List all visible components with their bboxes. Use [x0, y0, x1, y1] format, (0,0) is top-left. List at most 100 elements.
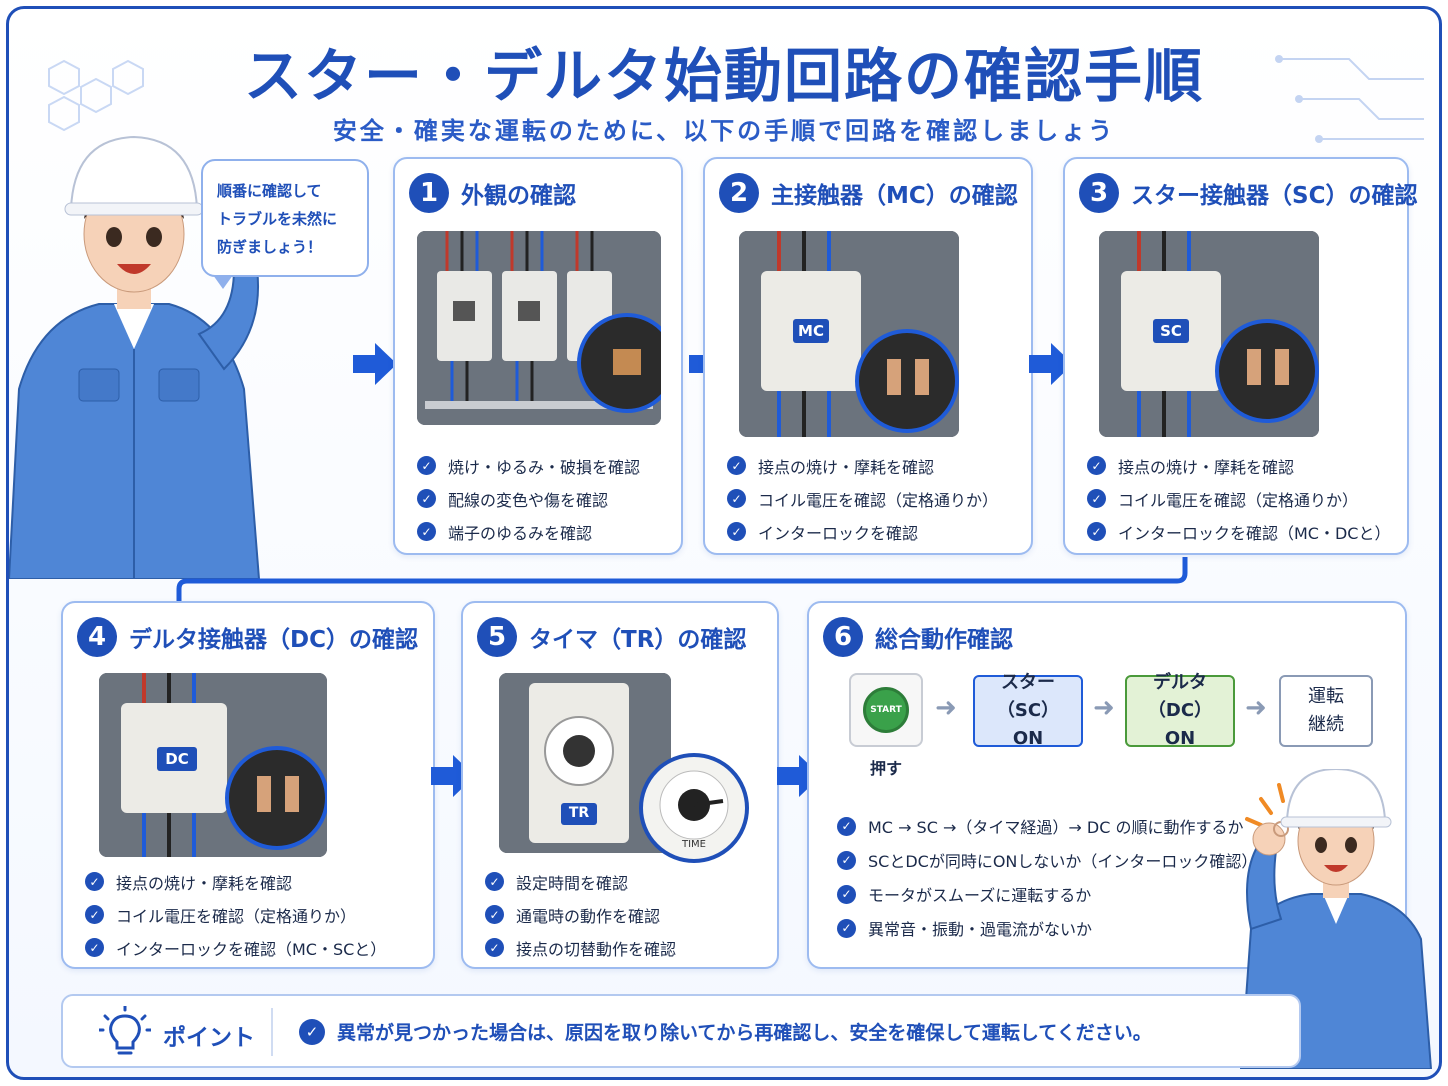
timer-dial-zoom: TIME: [639, 753, 749, 863]
check-icon: ✓: [837, 918, 856, 938]
check-item: ✓インターロックを確認（MC・DCと）: [1087, 515, 1390, 548]
step-number: 5: [477, 617, 517, 657]
start-button[interactable]: START: [863, 687, 909, 733]
step-title: 主接触器（MC）の確認: [771, 183, 1018, 209]
check-text: 接点の焼け・摩耗を確認: [1118, 457, 1295, 477]
dial-time-label: TIME: [681, 839, 706, 850]
contactor-photo: MC: [739, 231, 959, 437]
flow-arrow-icon: ➜: [1245, 693, 1267, 723]
check-text: 異常音・振動・過電流がないか: [868, 920, 1093, 939]
check-item: ✓ 接点の切替動作を確認: [485, 931, 676, 964]
check-item: ✓接点の焼け・摩耗を確認: [85, 865, 386, 898]
flow-arrow-icon: ➜: [935, 693, 957, 723]
contactor-label: MC: [798, 322, 824, 340]
hexagon-decoration: [48, 59, 144, 132]
delta-on-box: デルタ（DC） ON: [1125, 672, 1235, 749]
page-title: スター・デルタ始動回路の確認手順: [243, 42, 1204, 110]
check-icon: ✓: [837, 850, 856, 870]
check-icon: ✓: [85, 872, 104, 891]
speech-line-3: 防ぎましょう！: [217, 238, 323, 256]
step-header: 5 タイマ（TR）の確認: [477, 617, 746, 657]
check-item: ✓コイル電圧を確認（定格通りか）: [85, 898, 386, 931]
check-item: ✓ 接点の焼け・摩耗を確認: [1087, 449, 1390, 482]
check-icon: ✓: [485, 938, 504, 957]
check-text: 配線の変色や傷を確認: [448, 490, 609, 510]
point-banner: ポイント ✓ 異常が見つかった場合は、原因を取り除いてから再確認し、安全を確保し…: [61, 994, 1301, 1068]
point-label: ポイント: [163, 1025, 255, 1051]
circuit-decoration: [1275, 55, 1424, 143]
step-number: 2: [719, 173, 759, 213]
contactor-image: [739, 231, 959, 437]
check-text: コイル電圧を確認（定格通りか）: [116, 906, 357, 926]
step-card-3: 3 スター接触器（SC）の確認 SC ✓接点の焼け・摩耗を確認 ✓コイル電圧を: [1063, 157, 1417, 555]
contactor-label: DC: [165, 750, 189, 768]
step-title: デルタ接触器（DC）の確認: [129, 627, 418, 653]
step-title: スター接触器（SC）の確認: [1131, 183, 1418, 209]
check-item: ✓ 接点の焼け・摩耗を確認: [727, 449, 998, 482]
check-text: MC → SC →（タイマ経過）→ DC の順に動作するか: [868, 818, 1244, 837]
timer-label: TR: [568, 805, 590, 821]
check-text: 焼け・ゆるみ・破損を確認: [448, 457, 641, 477]
arrow-right-icon: [353, 343, 397, 385]
check-icon: ✓: [85, 938, 104, 957]
check-text: インターロックを確認（MC・SCと）: [116, 939, 387, 959]
step-header: 3 スター接触器（SC）の確認: [1079, 173, 1417, 213]
check-text: 接点の焼け・摩耗を確認: [758, 457, 935, 477]
timer-dial-icon: [659, 770, 729, 840]
check-text: コイル電圧を確認（定格通りか）: [1118, 490, 1359, 510]
check-icon: ✓: [727, 456, 746, 475]
timer-image: [499, 673, 671, 853]
contactor-image: [99, 673, 327, 857]
speech-bubble: 順番に確認して トラブルを未然に 防ぎましょう！: [201, 159, 369, 289]
contactor-label: SC: [1160, 322, 1182, 340]
check-icon: ✓: [727, 489, 746, 508]
panel-photo: [417, 231, 661, 425]
check-icon: ✓: [1087, 456, 1106, 475]
check-item: ✓モータがスムーズに運転するか: [837, 877, 1257, 911]
check-item: ✓ 配線の変色や傷を確認: [417, 482, 640, 515]
step-header: 1 外観の確認: [409, 173, 576, 213]
check-item: ✓設定時間を確認: [485, 865, 676, 898]
step-card-5: 5 タイマ（TR）の確認 TR TIME ✓設定時間を確認 ✓通電時の動作を確認: [461, 601, 779, 969]
delta-box-line2: ON: [1164, 728, 1196, 749]
step-title: タイマ（TR）の確認: [529, 627, 747, 653]
start-button-frame: START: [849, 673, 923, 747]
step-number: 6: [823, 617, 863, 657]
check-icon: ✓: [485, 872, 504, 891]
check-item: ✓ インターロックを確認（MC・SCと）: [85, 931, 386, 964]
speech-line-2: トラブルを未然に: [217, 210, 338, 228]
check-icon: ✓: [299, 1018, 325, 1045]
check-item: ✓MC → SC →（タイマ経過）→ DC の順に動作するか: [837, 809, 1257, 843]
flow-arrow-icon: ➜: [1093, 693, 1115, 723]
timer-photo: TR: [499, 673, 671, 853]
step-card-1: 1 外観の確認: [393, 157, 683, 555]
star-box-line1: スター（SC）: [996, 672, 1060, 721]
check-icon: ✓: [417, 489, 436, 508]
check-text: 通電時の動作を確認: [516, 906, 661, 926]
arrow-right-icon: [1029, 343, 1073, 385]
step-number: 4: [77, 617, 117, 657]
check-item: ✓通電時の動作を確認: [485, 898, 676, 931]
step-card-4: 4 デルタ接触器（DC）の確認 DC ✓接点の焼け・摩耗を確認 ✓コイル電圧を: [61, 601, 435, 969]
row-connector-line: [176, 557, 1188, 617]
check-item: ✓ 異常音・振動・過電流がないか: [837, 911, 1257, 945]
point-message: ✓ 異常が見つかった場合は、原因を取り除いてから再確認し、安全を確保して運転して…: [299, 1018, 1152, 1045]
check-item: ✓ コイル電圧を確認（定格通りか）: [1087, 482, 1390, 515]
step-header: 6 総合動作確認: [823, 617, 1013, 657]
check-text: SCとDCが同時にONしないか（インターロック確認）: [868, 852, 1258, 871]
check-icon: ✓: [837, 884, 856, 904]
step-title: 総合動作確認: [875, 627, 1013, 653]
check-text: インターロックを確認: [758, 523, 919, 543]
check-item: ✓端子のゆるみを確認: [417, 515, 640, 548]
page-subtitle: 安全・確実な運転のために、以下の手順で回路を確認しましょう: [332, 117, 1116, 145]
check-icon: ✓: [1087, 489, 1106, 508]
step-title: 外観の確認: [461, 183, 576, 209]
check-icon: ✓: [417, 522, 436, 541]
check-list: ✓ 接点の焼け・摩耗を確認 ✓ コイル電圧を確認（定格通りか） ✓インターロックを確…: [1087, 449, 1390, 548]
point-text: 異常が見つかった場合は、原因を取り除いてから再確認し、安全を確保して運転してくだ…: [337, 1022, 1152, 1044]
check-text: 接点の切替動作を確認: [516, 939, 677, 959]
check-text: インターロックを確認（MC・DCと）: [1118, 523, 1391, 543]
step-header: 2 主接触器（MC）の確認: [719, 173, 1018, 213]
check-list: ✓MC → SC →（タイマ経過）→ DC の順に動作するか ✓SCとDCが同時…: [837, 809, 1257, 945]
page-frame: スター・デルタ始動回路の確認手順 安全・確実な運転のために、以下の手順で回路を確…: [6, 6, 1442, 1080]
